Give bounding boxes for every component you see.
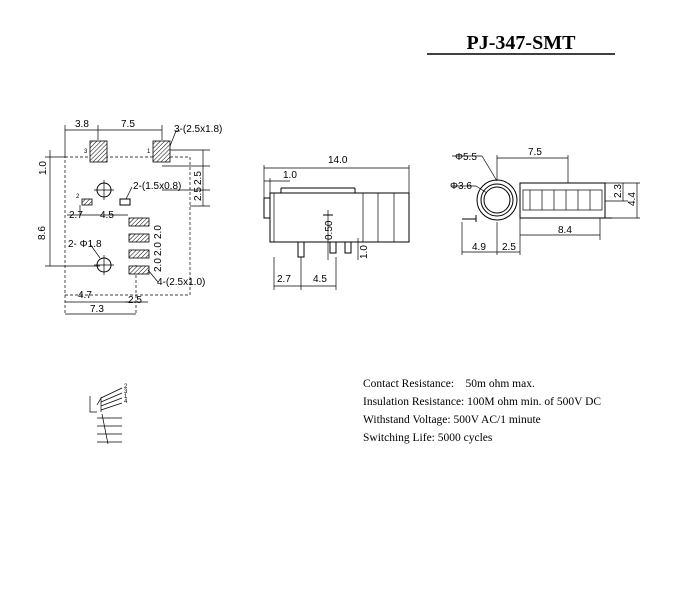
dim-7-5-top: 7.5 <box>121 119 135 130</box>
spec-withstand-voltage: Withstand Voltage: 500V AC/1 minute <box>363 414 541 426</box>
pad-1 <box>152 140 171 163</box>
dim-4-7: 4.7 <box>78 290 92 301</box>
pad-3 <box>89 140 108 163</box>
front-inner-ring <box>480 183 514 217</box>
footprint-view: 3 1 2 3.8 7.5 3-(2.5x1.8) 1.0 2.5 2.5 2-… <box>37 119 222 315</box>
front-view: Φ5.5 7.5 Φ3.6 2.3 4.4 4.9 2.5 8.4 <box>450 147 640 255</box>
dim-7-3: 7.3 <box>90 304 104 315</box>
pad-4-size-label: 4-(2.5x1.0) <box>157 277 205 288</box>
front-dim-8-4: 8.4 <box>558 225 572 236</box>
dim-1-0: 1.0 <box>38 161 49 175</box>
dim-2-7: 2.7 <box>69 210 83 221</box>
pin-label-1: 1 <box>147 149 151 155</box>
pad-4a <box>128 217 150 227</box>
schematic-pin-2: 2 <box>124 384 128 390</box>
front-dim-4-4: 4.4 <box>627 192 638 206</box>
schematic-pin-4: 4 <box>124 399 128 405</box>
pad-2-size-label: 2-(1.5x0.8) <box>133 181 181 192</box>
pad-3-size-label: 3-(2.5x1.8) <box>174 124 222 135</box>
front-dim-7-5: 7.5 <box>528 147 542 158</box>
side-pin-3 <box>344 241 352 254</box>
side-dim-1-0-b: 1.0 <box>359 245 370 259</box>
pad-4b <box>128 233 150 243</box>
side-view: 14.0 1.0 0.50 1.0 2.7 4.5 <box>263 155 410 290</box>
dim-4-5: 4.5 <box>100 210 114 221</box>
front-dim-2-5: 2.5 <box>502 242 516 253</box>
front-outer-ring <box>476 179 518 221</box>
dim-2-5-b: 2.5 <box>193 187 204 201</box>
side-dim-2-7: 2.7 <box>277 274 291 285</box>
part-number-title: PJ-347-SMT <box>467 32 577 54</box>
dim-3-8: 3.8 <box>75 119 89 130</box>
side-dim-0-50: 0.50 <box>324 220 335 240</box>
dim-8-6: 8.6 <box>37 226 48 240</box>
dim-2-5-c: 2.5 <box>128 295 142 306</box>
schematic-pin-3: 3 <box>124 389 128 395</box>
front-dim-3-6: Φ3.6 <box>450 181 472 192</box>
side-dim-1-0: 1.0 <box>283 170 297 181</box>
front-dim-4-9: 4.9 <box>472 242 486 253</box>
pad-4c <box>128 249 150 259</box>
dim-2-5-a: 2.5 <box>193 171 204 185</box>
front-body <box>519 182 606 219</box>
side-pin-1 <box>297 241 305 258</box>
pin-label-2: 2 <box>76 194 80 200</box>
side-pin-2 <box>329 241 337 254</box>
spec-insulation-resistance: Insulation Resistance: 100M ohm min. of … <box>363 396 602 408</box>
spec-switching-life: Switching Life: 5000 cycles <box>363 432 493 444</box>
specifications-list: Contact Resistance: 50m ohm max. Insulat… <box>363 375 601 447</box>
front-dim-2-3: 2.3 <box>613 184 624 198</box>
side-dim-4-5: 4.5 <box>313 274 327 285</box>
pin-label-3: 3 <box>84 149 88 155</box>
hole-size-label: 2- Φ1.8 <box>68 239 102 250</box>
dim-2-0-a: 2.0 <box>153 225 164 239</box>
dim-2-0-c: 2.0 <box>153 258 164 272</box>
dim-2-0-b: 2.0 <box>153 242 164 256</box>
pad-2 <box>81 198 93 206</box>
schematic-symbol: 2 3 1 4 <box>89 384 128 445</box>
pad-4d <box>128 265 150 275</box>
spec-contact-resistance: Contact Resistance: 50m ohm max. <box>363 378 535 390</box>
footprint-outline <box>64 156 191 296</box>
front-dim-5-5: Φ5.5 <box>455 152 477 163</box>
side-body <box>269 192 410 243</box>
side-dim-14-0: 14.0 <box>328 155 348 166</box>
schematic-pin-1: 1 <box>124 394 128 400</box>
